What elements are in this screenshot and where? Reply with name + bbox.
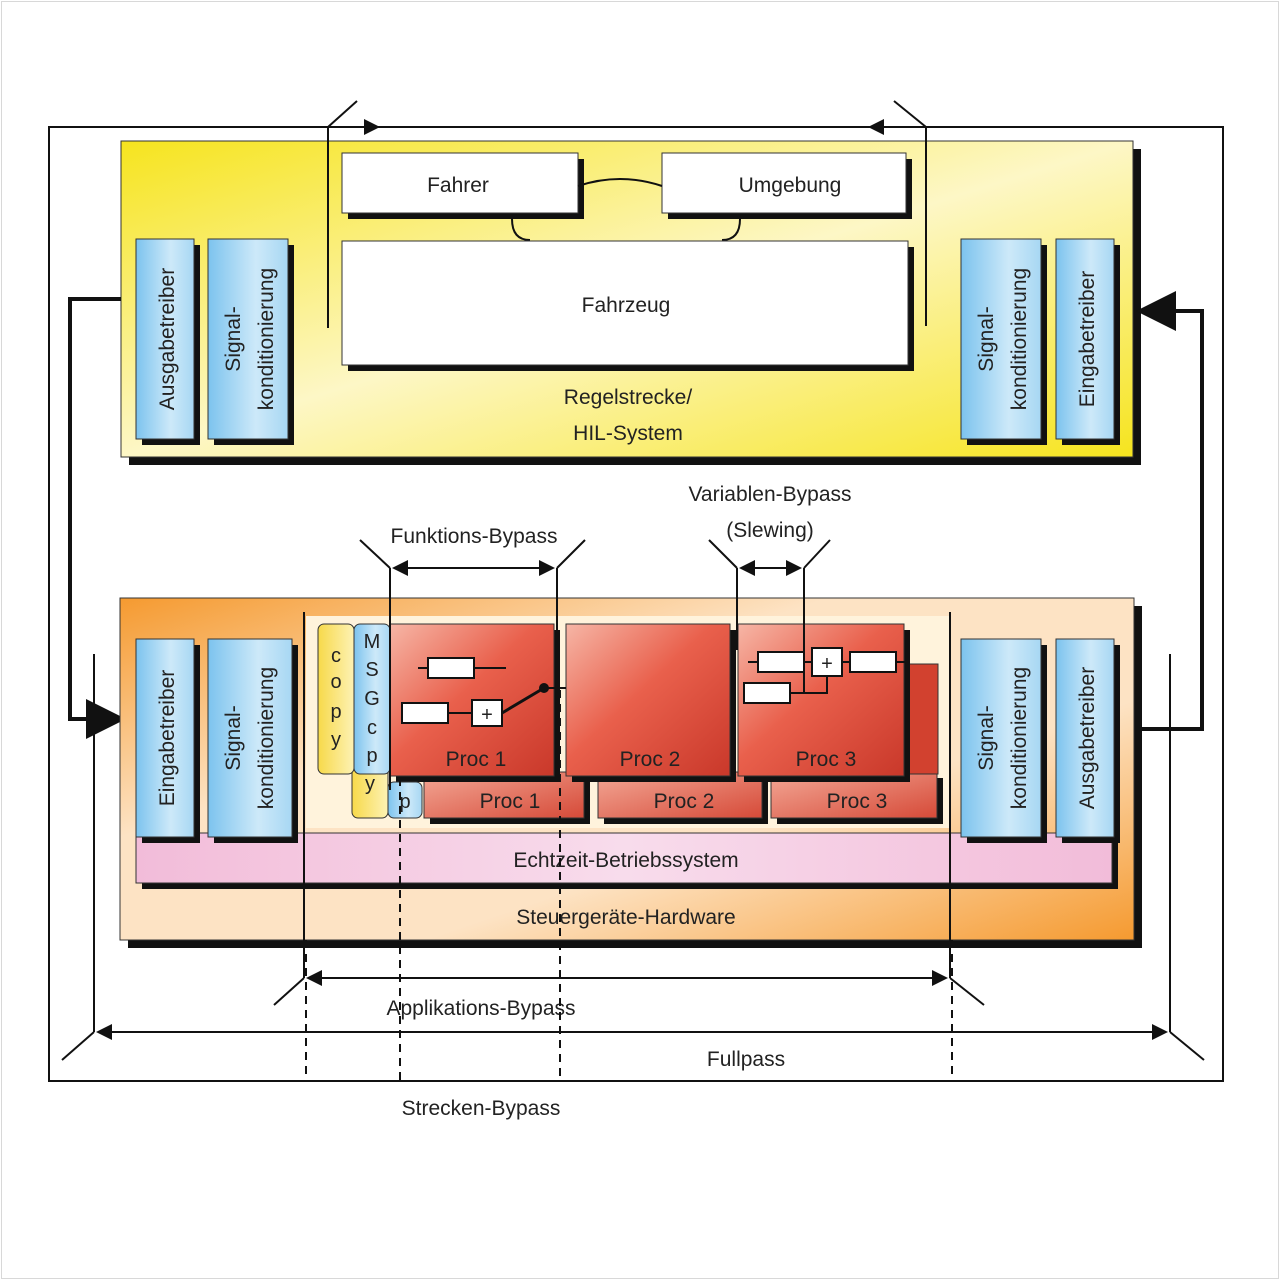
driver-box: Fahrer — [341, 152, 584, 219]
plant-title-line2: HIL-System — [573, 422, 683, 445]
rtos-label: Echtzeit-Betriebssystem — [513, 849, 738, 872]
msg-char-3: G — [364, 688, 380, 710]
plant-right-sig-line1: Signal- — [975, 306, 998, 371]
application-bypass-left-tick — [273, 977, 305, 1006]
plant-left-signal-conditioning: Signal- konditionierung — [207, 238, 294, 445]
environment-label: Umgebung — [739, 174, 842, 197]
ecu-left-sig-line1: Signal- — [222, 705, 245, 770]
back-proc-2-label: Proc 2 — [654, 790, 715, 813]
msg-char-7: p — [399, 791, 410, 813]
proc-3-plus: + — [821, 653, 833, 675]
variable-bypass-left-tick — [708, 539, 738, 569]
copy-char-3: p — [330, 701, 341, 723]
plant-left-tick — [327, 100, 358, 128]
plant-bypass-label: Strecken-Bypass — [402, 1097, 561, 1120]
plant-input-driver: Eingabetreiber — [1055, 238, 1120, 445]
ecu-input-driver: Eingabetreiber — [135, 638, 200, 843]
plant-input-driver-label: Eingabetreiber — [1076, 271, 1099, 408]
ecu-output-driver-label: Ausgabetreiber — [1076, 667, 1099, 809]
msg-char-6: y — [365, 773, 375, 795]
plant-right-sig-line2: konditionierung — [1008, 268, 1031, 410]
function-bypass-label: Funktions-Bypass — [391, 525, 558, 548]
plant-left-sig-line2: konditionierung — [255, 268, 278, 410]
variable-bypass-line1: Variablen-Bypass — [688, 483, 851, 506]
plant-output-driver: Ausgabetreiber — [135, 238, 200, 445]
outer-loop-frame — [48, 126, 1224, 1082]
fullpass-right-tick — [1169, 1031, 1205, 1061]
copy-char-2: o — [330, 671, 341, 693]
function-bypass-right-tick — [556, 539, 586, 569]
proc-1-plus: + — [481, 704, 493, 726]
plant-right-signal-conditioning: Signal- konditionierung — [960, 238, 1047, 445]
plant-to-ecu-signal-arrow — [68, 297, 126, 739]
driver-label: Fahrer — [427, 174, 489, 197]
ecu-input-driver-label: Eingabetreiber — [156, 670, 179, 807]
plant-left-sig-line1: Signal- — [222, 306, 245, 371]
front-proc-2-label: Proc 2 — [620, 748, 681, 771]
plant-right-tick — [893, 100, 927, 128]
vehicle-box: Fahrzeug — [341, 240, 914, 371]
copy-char-1: c — [331, 645, 341, 667]
ecu-output-driver: Ausgabetreiber — [1055, 638, 1120, 843]
ecu-right-sig-line1: Signal- — [975, 705, 998, 770]
environment-box: Umgebung — [661, 152, 912, 219]
function-bypass-left-tick — [359, 539, 391, 569]
driver-vehicle-link — [511, 218, 531, 241]
fullpass-label: Fullpass — [707, 1048, 785, 1071]
back-proc-1-label: Proc 1 — [480, 790, 541, 813]
ecu-right-sig-line2: konditionierung — [1008, 667, 1031, 809]
environment-vehicle-link — [721, 218, 741, 241]
front-proc-1-label: Proc 1 — [446, 748, 507, 771]
variable-bypass-line2: (Slewing) — [726, 519, 814, 542]
application-bypass-label: Applikations-Bypass — [386, 997, 575, 1020]
ecu-left-sig-line2: konditionierung — [255, 667, 278, 809]
msg-char-4: c — [367, 717, 377, 739]
proc-1-logic: + — [401, 657, 566, 727]
front-proc-3-label: Proc 3 — [796, 748, 857, 771]
vehicle-label: Fahrzeug — [582, 294, 671, 317]
driver-environment-link — [577, 178, 663, 187]
msg-char-5: p — [366, 745, 377, 767]
front-proc-2: Proc 2 — [565, 623, 736, 782]
ecu-left-signal-conditioning: Signal- konditionierung — [207, 638, 298, 843]
plant-title-line1: Regelstrecke/ — [564, 386, 693, 409]
msg-char-1: M — [364, 631, 381, 653]
variable-bypass-right-tick — [803, 539, 831, 569]
plant-output-driver-label: Ausgabetreiber — [156, 268, 179, 410]
ecu-right-signal-conditioning: Signal- konditionierung — [960, 638, 1047, 843]
hardware-label: Steuergeräte-Hardware — [516, 906, 735, 929]
copy-char-4: y — [331, 729, 341, 751]
proc-3-logic: + — [743, 647, 906, 704]
application-bypass-right-tick — [949, 977, 985, 1006]
fullpass-left-tick — [61, 1031, 95, 1061]
back-proc-3-label: Proc 3 — [827, 790, 888, 813]
msg-char-2: S — [365, 659, 378, 681]
